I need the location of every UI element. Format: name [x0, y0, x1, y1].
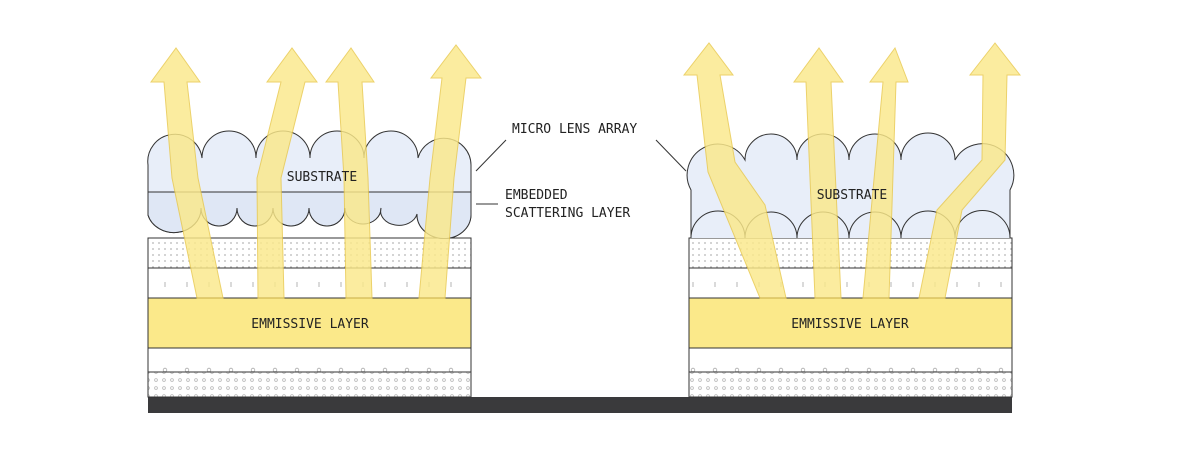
left-substrate-label: SUBSTRATE: [287, 170, 357, 185]
embedded-callout-line2: SCATTERING LAYER: [505, 206, 630, 221]
right-light-ray-4: [918, 42, 1022, 299]
micro-lens-leader-right: [655, 139, 687, 172]
micro-lens-leader-left: [475, 139, 507, 172]
left-light-ray-2: [256, 47, 318, 299]
left-emissive-label: EMMISSIVE LAYER: [251, 317, 369, 332]
micro-lens-array-callout: MICRO LENS ARRAY: [512, 122, 637, 137]
right-light-ray-3: [862, 46, 909, 299]
embedded-callout-line1: EMBEDDED: [505, 188, 568, 203]
right-light-ray-1: [682, 42, 787, 299]
left-emissive-layer: [147, 297, 472, 349]
right-cathode-layer: [688, 371, 1013, 398]
right-emissive-label: EMMISSIVE LAYER: [791, 317, 909, 332]
right-panel: SUBSTRATE EMMISSIVE LAYER: [682, 42, 1022, 398]
left-light-ray-1: [150, 47, 224, 299]
right-light-ray-2: [793, 47, 844, 299]
right-anode-layer: [688, 267, 1013, 299]
base-substrate: [148, 397, 1012, 413]
right-emissive-layer: [688, 297, 1013, 349]
left-panel: SUBSTRATE EMMISSIVE LAYER: [147, 44, 483, 398]
right-substrate-label: SUBSTRATE: [817, 188, 887, 203]
right-transport-layer: [688, 347, 1013, 373]
left-light-ray-3: [325, 47, 375, 299]
left-transport-layer: [147, 347, 472, 373]
left-light-ray-4: [418, 44, 483, 299]
left-cathode-layer: [147, 371, 472, 398]
